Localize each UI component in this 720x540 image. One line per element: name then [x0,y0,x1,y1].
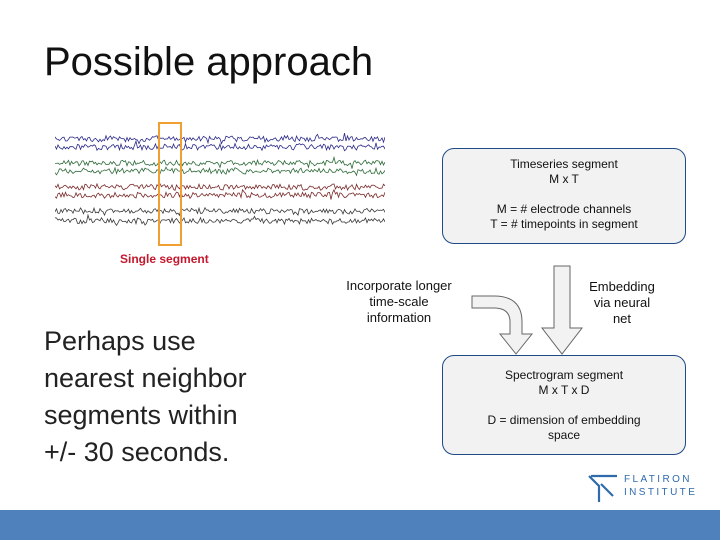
eeg-trace [55,182,385,192]
embedding-line: via neural [593,295,651,310]
spectrogram-d-def: D = dimension of embedding [487,413,641,427]
eeg-trace [55,188,385,200]
incorporate-line: time-scale [369,294,429,309]
embedding-line: Embedding [589,279,655,294]
footer-bar [0,510,720,540]
timeseries-title: Timeseries segment [510,157,618,171]
perhaps-line: Perhaps use [44,326,196,356]
spectrogram-title: Spectrogram segment [504,368,624,382]
embedding-line: net [612,311,632,326]
single-segment-label: Single segment [120,252,209,266]
incorporate-longer-text: Incorporate longer time-scale informatio… [332,278,466,326]
slide-title: Possible approach [44,40,374,84]
perhaps-line: nearest neighbor [44,363,247,393]
perhaps-line: segments within [44,400,238,430]
curved-arrow-icon [471,295,534,355]
nearest-neighbor-text: Perhaps use nearest neighbor segments wi… [44,323,247,471]
eeg-trace [55,133,385,145]
down-arrow-icon [540,265,584,355]
perhaps-line: +/- 30 seconds. [44,437,230,467]
eeg-trace [55,139,385,152]
single-segment-highlight-box [158,122,182,246]
eeg-traces-image [55,133,385,227]
logo-line-flatiron: FLATIRON [624,474,692,485]
spectrogram-dims: M x T x D [538,383,590,397]
spectrogram-d-def-cont: space [547,428,581,442]
timeseries-m-def: M = # electrode channels [496,202,632,216]
eeg-trace [55,213,385,227]
spectrogram-segment-box: Spectrogram segment M x T x D D = dimens… [442,355,686,455]
eeg-trace [55,206,385,217]
timeseries-t-def: T = # timepoints in segment [490,217,638,231]
eeg-trace [55,166,385,177]
incorporate-line: information [366,310,432,325]
flatiron-logo-icon [588,474,617,502]
timeseries-segment-box: Timeseries segment M x T M = # electrode… [442,148,686,244]
incorporate-line: Incorporate longer [346,278,452,293]
embedding-text: Embedding via neural net [580,279,664,327]
timeseries-dims: M x T [549,172,579,186]
logo-line-institute: INSTITUTE [624,487,698,498]
eeg-trace [55,155,385,169]
flow-arrows [471,265,584,355]
